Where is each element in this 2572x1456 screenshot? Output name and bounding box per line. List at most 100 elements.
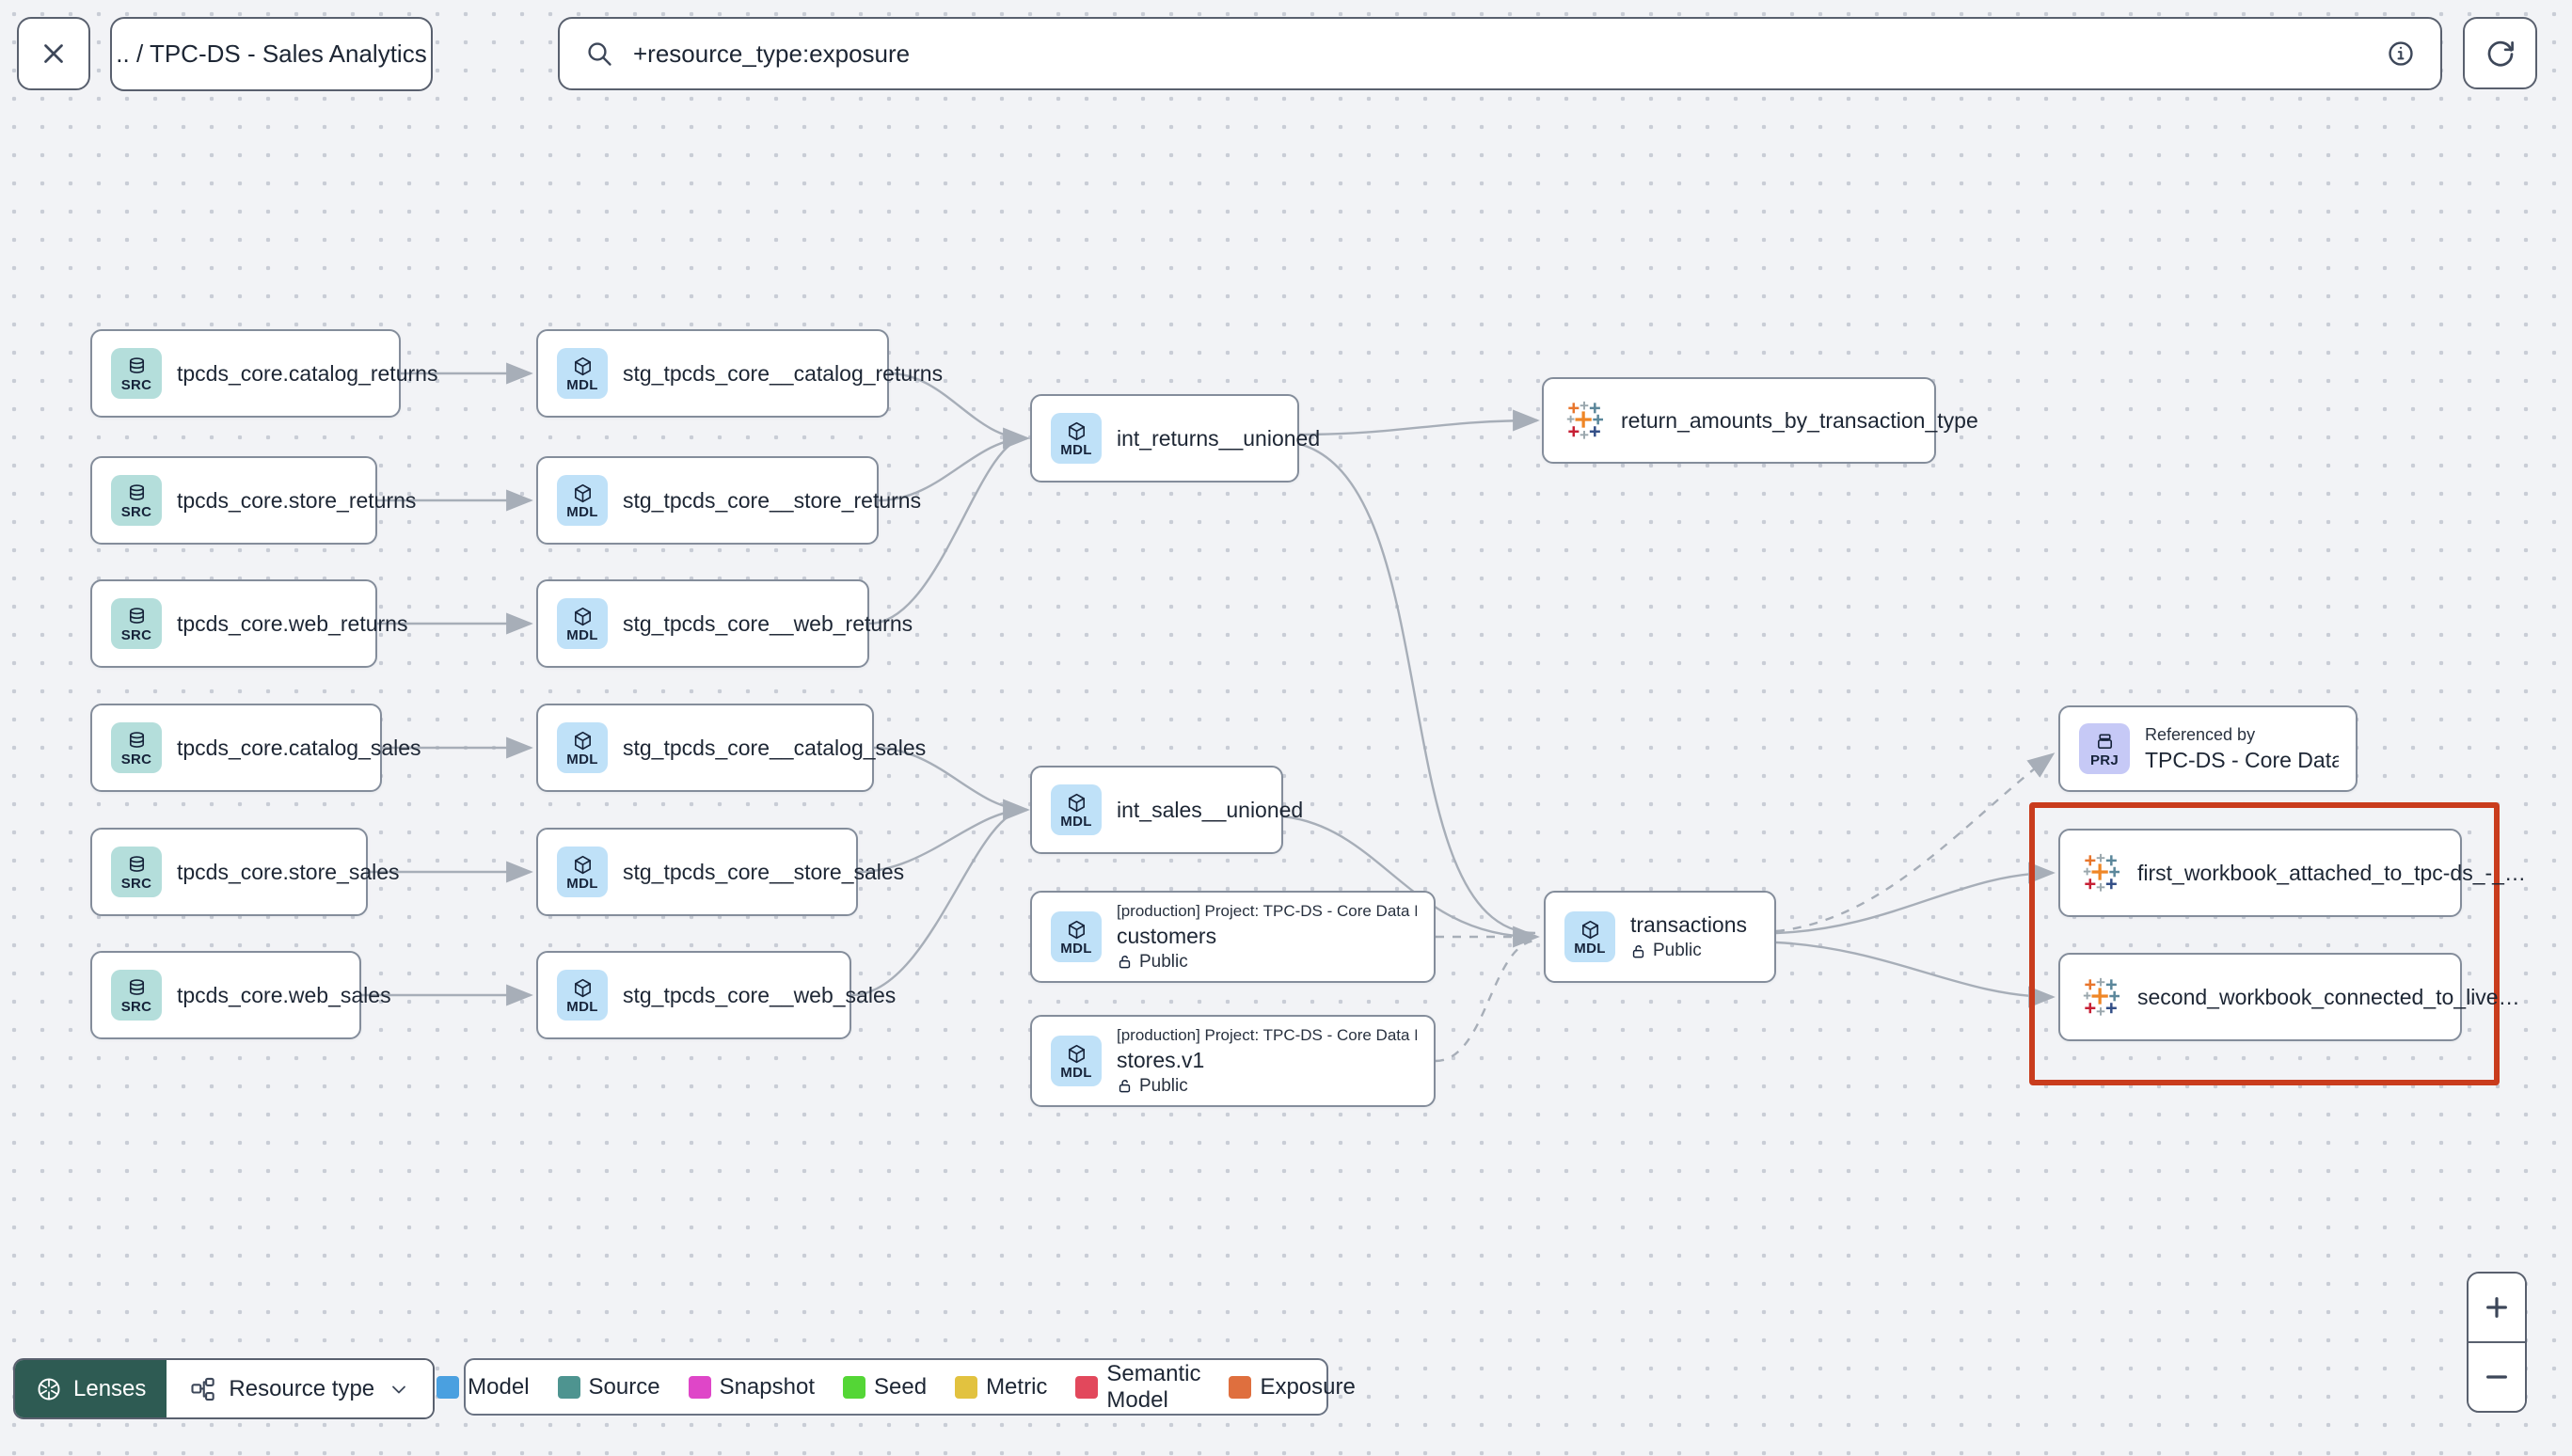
cube-icon — [1066, 420, 1088, 442]
node-source-store-sales[interactable]: SRC tpcds_core.store_sales — [90, 828, 400, 916]
model-chip: MDL — [557, 970, 608, 1021]
lock-open-icon — [1630, 943, 1646, 959]
node-exposure-first-workbook[interactable]: first_workbook_attached_to_tpc-ds_-_… — [2058, 829, 2526, 917]
breadcrumb-label: .. / TPC-DS - Sales Analytics — [116, 40, 427, 68]
tableau-icon — [2079, 975, 2122, 1019]
node-source-web-returns[interactable]: SRC tpcds_core.web_returns — [90, 579, 407, 668]
model-chip: MDL — [1564, 911, 1615, 962]
lenses-button[interactable]: Lenses — [15, 1360, 167, 1417]
cube-icon — [572, 606, 594, 627]
database-icon — [126, 854, 148, 876]
node-source-store-returns[interactable]: SRC tpcds_core.store_returns — [90, 456, 416, 545]
model-chip: MDL — [557, 598, 608, 649]
legend-item-exposure: Exposure — [1229, 1374, 1356, 1401]
cube-icon — [1066, 919, 1088, 941]
model-chip: MDL — [1051, 1036, 1102, 1086]
zoom-in-button[interactable] — [2469, 1274, 2525, 1341]
semantic-model-swatch — [1075, 1375, 1099, 1399]
resource-type-button[interactable]: Resource type — [167, 1360, 434, 1417]
close-icon — [44, 44, 63, 63]
snapshot-swatch — [688, 1375, 711, 1399]
node-stg-store-returns[interactable]: MDL stg_tpcds_core__store_returns — [536, 456, 921, 545]
metric-swatch — [955, 1375, 978, 1399]
chevron-down-icon — [392, 1385, 406, 1393]
node-transactions[interactable]: MDL transactions Public — [1544, 891, 1776, 983]
model-chip: MDL — [1051, 413, 1102, 464]
lock-open-icon — [1117, 954, 1133, 970]
selection-highlight-box — [2029, 802, 2500, 1085]
cube-icon — [572, 356, 594, 377]
legend-item-source: Source — [557, 1374, 660, 1401]
legend-item-metric: Metric — [955, 1374, 1047, 1401]
project-chip: PRJ — [2079, 723, 2130, 774]
database-icon — [126, 356, 148, 377]
search-input[interactable] — [631, 38, 2369, 70]
search-bar[interactable] — [558, 17, 2442, 90]
cube-icon — [572, 854, 594, 876]
project-header: [production] Project: TPC-DS - Core Data… — [1117, 901, 1417, 920]
lock-open-icon — [1117, 1078, 1133, 1094]
lenses-label: Lenses — [73, 1375, 147, 1401]
source-chip: SRC — [111, 722, 162, 773]
cube-icon — [1066, 792, 1088, 814]
model-chip: MDL — [557, 348, 608, 399]
model-chip: MDL — [557, 722, 608, 773]
legend-item-snapshot: Snapshot — [688, 1374, 815, 1401]
zoom-out-button[interactable] — [2469, 1341, 2525, 1411]
close-button[interactable] — [17, 17, 90, 90]
legend-item-seed: Seed — [843, 1374, 927, 1401]
source-chip: SRC — [111, 847, 162, 897]
node-stg-catalog-sales[interactable]: MDL stg_tpcds_core__catalog_sales — [536, 704, 926, 792]
node-stg-store-sales[interactable]: MDL stg_tpcds_core__store_sales — [536, 828, 904, 916]
node-stg-catalog-returns[interactable]: MDL stg_tpcds_core__catalog_returns — [536, 329, 943, 418]
node-referenced-by-project[interactable]: PRJ Referenced by TPC-DS - Core Data Mod… — [2058, 705, 2358, 792]
model-chip: MDL — [1051, 784, 1102, 835]
node-source-catalog-returns[interactable]: SRC tpcds_core.catalog_returns — [90, 329, 437, 418]
info-icon[interactable] — [2386, 39, 2416, 69]
cube-icon — [1066, 1043, 1088, 1065]
source-chip: SRC — [111, 475, 162, 526]
cube-icon — [572, 483, 594, 504]
model-chip: MDL — [1051, 911, 1102, 962]
legend: Model Source Snapshot Seed Metric Semant… — [437, 1358, 1356, 1416]
node-source-catalog-sales[interactable]: SRC tpcds_core.catalog_sales — [90, 704, 421, 792]
exposure-swatch — [1229, 1375, 1252, 1399]
model-chip: MDL — [557, 475, 608, 526]
minus-icon — [2486, 1375, 2507, 1379]
visibility-label: Public — [1139, 1075, 1188, 1096]
resource-type-label: Resource type — [229, 1375, 375, 1401]
lens-aperture-icon — [38, 1378, 60, 1400]
refresh-button[interactable] — [2463, 17, 2537, 89]
project-box-icon — [2094, 731, 2116, 752]
visibility-label: Public — [1653, 941, 1702, 960]
source-chip: SRC — [111, 598, 162, 649]
node-customers[interactable]: MDL [production] Project: TPC-DS - Core … — [1030, 891, 1436, 983]
node-source-web-sales[interactable]: SRC tpcds_core.web_sales — [90, 951, 391, 1039]
source-chip: SRC — [111, 348, 162, 399]
cube-icon — [572, 977, 594, 999]
source-chip: SRC — [111, 970, 162, 1021]
resource-type-icon — [191, 1377, 215, 1401]
tableau-icon — [1563, 399, 1606, 442]
visibility-label: Public — [1139, 951, 1188, 972]
node-stg-web-returns[interactable]: MDL stg_tpcds_core__web_returns — [536, 579, 913, 668]
refresh-icon — [2487, 40, 2514, 66]
breadcrumb[interactable]: .. / TPC-DS - Sales Analytics — [110, 17, 433, 91]
tableau-icon — [2079, 851, 2122, 894]
database-icon — [126, 606, 148, 627]
seed-swatch — [843, 1375, 865, 1399]
node-stores-v1[interactable]: MDL [production] Project: TPC-DS - Core … — [1030, 1015, 1436, 1107]
model-chip: MDL — [557, 847, 608, 897]
legend-item-semantic-model: Semantic Model — [1075, 1361, 1200, 1414]
project-header: [production] Project: TPC-DS - Core Data… — [1117, 1025, 1417, 1044]
legend-item-model: Model — [437, 1374, 530, 1401]
node-exposure-return-amounts[interactable]: return_amounts_by_transaction_type — [1542, 377, 1978, 464]
node-stg-web-sales[interactable]: MDL stg_tpcds_core__web_sales — [536, 951, 896, 1039]
database-icon — [126, 483, 148, 504]
node-exposure-second-workbook[interactable]: second_workbook_connected_to_live… — [2058, 953, 2520, 1041]
database-icon — [126, 730, 148, 752]
node-int-sales-unioned[interactable]: MDL int_sales__unioned — [1030, 766, 1303, 854]
node-int-returns-unioned[interactable]: MDL int_returns__unioned — [1030, 394, 1320, 483]
model-swatch — [437, 1375, 460, 1399]
